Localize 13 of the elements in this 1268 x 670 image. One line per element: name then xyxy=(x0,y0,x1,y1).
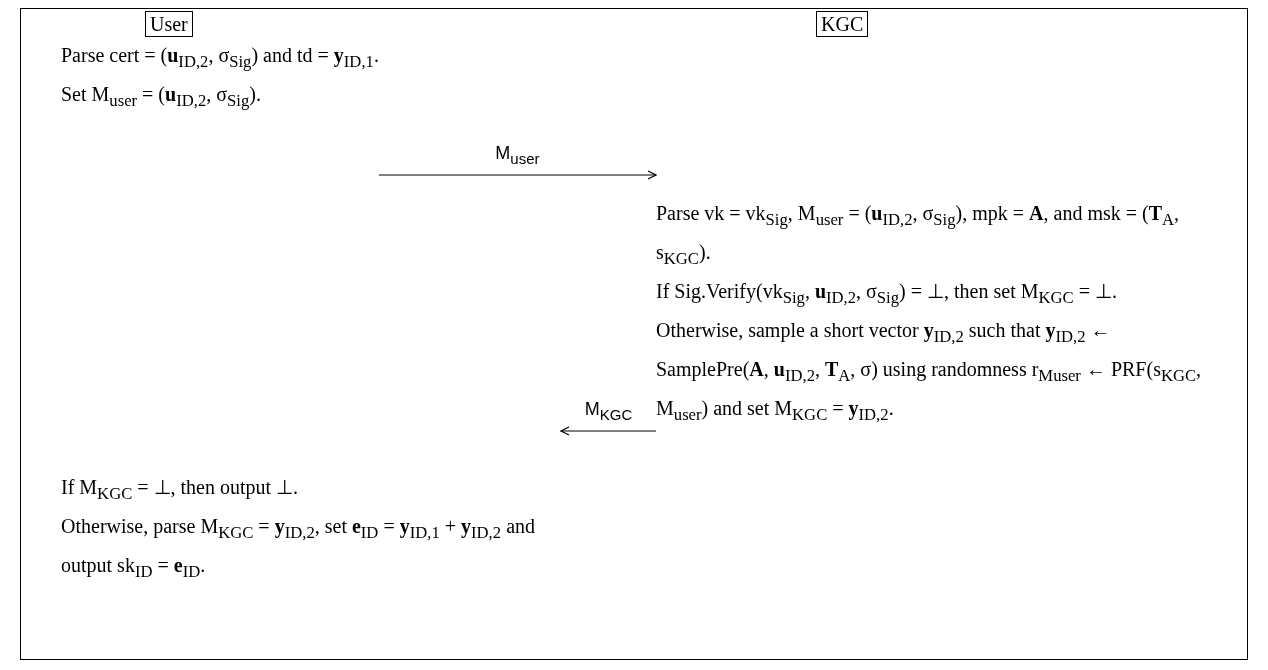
edge-label: M$_{user}$ xyxy=(493,143,542,167)
party-box: KGC xyxy=(816,11,869,37)
frame xyxy=(20,8,1248,660)
party-box: User xyxy=(145,11,193,37)
step-text: If Sig.Verify(vk$_{Sig}$, u$_{ID,2}$, σ$_{Sig}$) = ⊥, then set M$_{KGC}$ = ⊥. xyxy=(656,279,1118,309)
step-text: Otherwise, parse M$_{KGC}$ = y$_{ID,2}$, set e$_{ID}$ = y$_{ID,1}$ + y$_{ID,2}$ and output sk$_{ID}$ = e$_{ID}$. xyxy=(61,514,536,583)
message-arrow xyxy=(560,426,657,436)
step-text: Parse vk = vk$_{Sig}$, M$_{user}$ = (u$_{ID,2}$, σ$_{Sig}$), mpk = A, and msk = (T$_{A}$, s$_{KGC}$). xyxy=(656,201,1181,270)
step-text: Otherwise, sample a short vector y$_{ID,2}$ such that y$_{ID,2}$ ← SamplePre(A, u$_{ID,2}$, T$_{A}$, σ) using randomness r$_{Muser}$ ← PRF(s$_{KGC}$, M$_{user}$) and set M$_{KGC}$ = y$_{ID,2}$. xyxy=(656,318,1203,426)
step-text: Set M$_{user}$ = (u$_{ID,2}$, σ$_{Sig}$). xyxy=(61,82,262,112)
message-arrow xyxy=(378,170,657,180)
step-text: Parse cert = (u$_{ID,2}$, σ$_{Sig}$) and td = y$_{ID,1}$. xyxy=(61,43,379,73)
step-text: If M$_{KGC}$ = ⊥, then output ⊥. xyxy=(61,475,300,505)
